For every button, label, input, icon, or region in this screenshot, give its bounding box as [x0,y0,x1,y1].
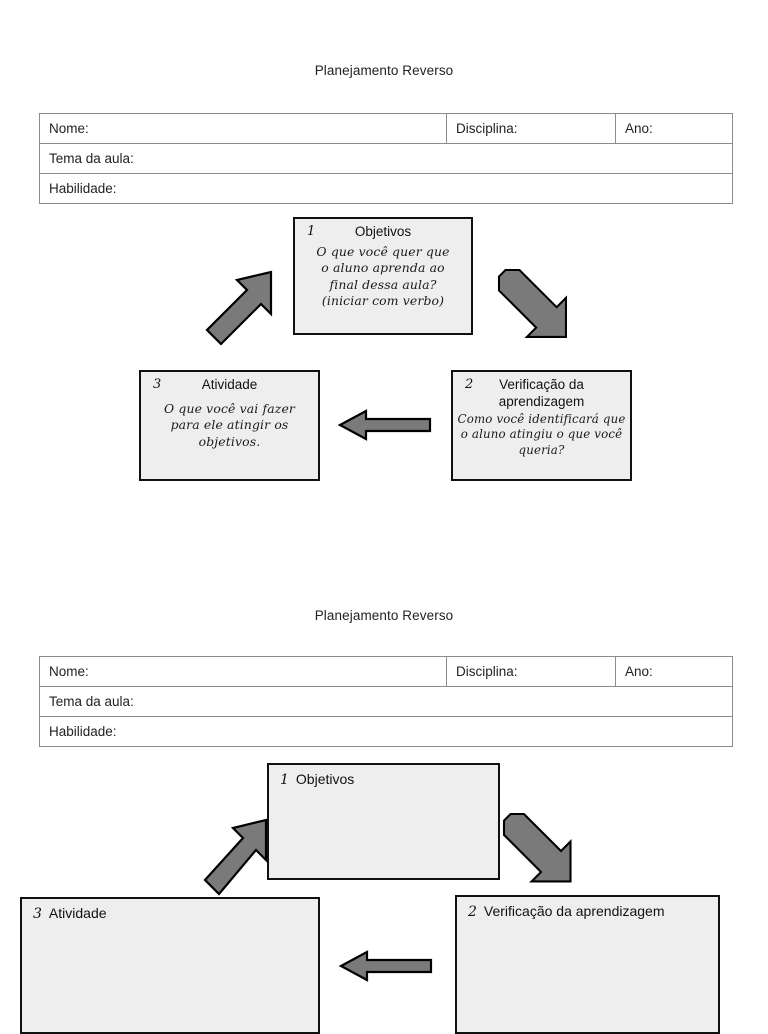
table-row: Nome: Disciplina: Ano: [39,113,733,144]
field-disciplina-top[interactable]: Disciplina: [446,113,616,144]
flow-box-header: 3 Atividade [141,372,318,394]
flow-box-verificacao-top[interactable]: 2 Verificação da aprendizagem Como você … [451,370,632,481]
flow-box-atividade-bottom[interactable]: 3 Atividade [20,897,320,1034]
table-row: Tema da aula: [39,143,733,174]
flow-box-body: O que você quer que o aluno aprenda ao f… [295,244,471,310]
flow-box-header: 2 Verificação da aprendizagem [457,897,718,920]
body-line: final dessa aula? [329,276,437,292]
table-row: Tema da aula: [39,686,733,717]
flow-box-header: 1 Objetivos [269,765,498,788]
arrow-objetivos-to-verificacao-icon [502,812,572,883]
info-table-bottom: Nome: Disciplina: Ano: Tema da aula: Hab… [39,656,733,747]
field-ano-bottom[interactable]: Ano: [615,656,733,687]
flow-box-number: 1 [307,224,316,239]
field-disciplina-bottom[interactable]: Disciplina: [446,656,616,687]
flow-box-header: 1 Objetivos [295,219,471,241]
body-line: (iniciar com verbo) [321,293,445,309]
flow-box-number: 3 [33,906,42,922]
flow-box-verificacao-bottom[interactable]: 2 Verificação da aprendizagem [455,895,720,1034]
field-nome-bottom[interactable]: Nome: [39,656,447,687]
table-row: Habilidade: [39,716,733,747]
page-title-top: Planejamento Reverso [314,63,454,78]
field-tema-da-aula-bottom[interactable]: Tema da aula: [39,686,733,717]
arrow-objetivos-to-verificacao-icon [497,268,567,338]
body-line: Como você identificará que [457,411,626,426]
body-line: para ele atingir os [170,417,289,433]
body-line: O que você quer que [316,243,450,259]
body-line: o aluno atingiu o que você [460,427,623,442]
arrow-verificacao-to-atividade-icon [338,950,433,982]
arrow-atividade-to-objetivos-icon [203,818,268,896]
flow-box-body: Como você identificará que o aluno ating… [453,412,630,459]
flow-box-objetivos-top[interactable]: 1 Objetivos O que você quer que o aluno … [293,217,473,335]
field-habilidade-top[interactable]: Habilidade: [39,173,733,204]
arrow-atividade-to-objetivos-icon [205,270,273,346]
flow-box-number: 2 [468,904,477,920]
body-line: O que você vai fazer [164,400,295,416]
body-line: objetivos. [198,433,261,449]
flow-box-number: 2 [465,377,474,392]
flow-box-title: Objetivos [295,771,355,787]
arrow-verificacao-to-atividade-icon [337,409,432,441]
page-title-bottom: Planejamento Reverso [314,608,454,623]
flow-box-header: 2 Verificação da aprendizagem [453,372,630,411]
flow-box-title: Atividade [201,377,258,392]
flow-box-number: 3 [153,377,162,392]
info-table-top: Nome: Disciplina: Ano: Tema da aula: Hab… [39,113,733,204]
field-nome-top[interactable]: Nome: [39,113,447,144]
flow-box-body: O que você vai fazer para ele atingir os… [141,401,318,451]
body-line: o aluno aprenda ao [321,260,445,276]
table-row: Nome: Disciplina: Ano: [39,656,733,687]
flow-box-title: Objetivos [354,224,412,239]
table-row: Habilidade: [39,173,733,204]
field-tema-da-aula-top[interactable]: Tema da aula: [39,143,733,174]
flow-box-title: Verificação da aprendizagem [483,903,665,919]
flow-box-atividade-top[interactable]: 3 Atividade O que você vai fazer para el… [139,370,320,481]
flow-box-header: 3 Atividade [22,899,318,922]
flow-box-number: 1 [280,772,289,788]
field-ano-top[interactable]: Ano: [615,113,733,144]
flow-box-objetivos-bottom[interactable]: 1 Objetivos [267,763,500,880]
body-line: queria? [518,443,565,458]
field-habilidade-bottom[interactable]: Habilidade: [39,716,733,747]
flow-box-title: Verificação da aprendizagem [498,377,585,409]
flow-box-title: Atividade [48,905,107,921]
